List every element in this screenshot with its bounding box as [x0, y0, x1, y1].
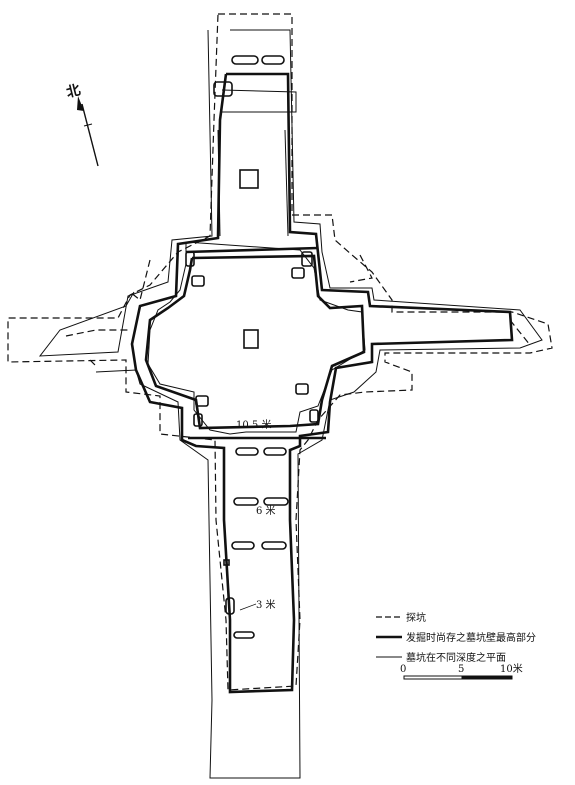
north-arrow-head	[77, 96, 84, 111]
legend: 探坑 发掘时尚存之墓坑壁最高部分 墓坑在不同深度之平面	[376, 611, 536, 664]
north-label: 北	[65, 82, 82, 101]
scale-tick-5: 5	[458, 664, 464, 675]
scale-bar: 0 5 10米	[400, 662, 523, 680]
depth-label-10-5m: 10.5 米	[236, 418, 271, 431]
legend-label-pit-wall: 发掘时尚存之墓坑壁最高部分	[406, 631, 536, 644]
depth-label-6m: 6 米	[256, 504, 276, 517]
north-arrow: 北	[65, 82, 99, 167]
north-arrow-tick	[83, 123, 93, 127]
depth-outlines	[38, 29, 543, 779]
depth-leader-3m	[239, 603, 257, 611]
scale-bar-black	[461, 675, 513, 680]
legend-label-test-pit: 探坑	[406, 611, 426, 624]
legend-label-depth-plans: 墓坑在不同深度之平面	[406, 651, 506, 664]
scale-tick-0: 0	[400, 664, 406, 675]
scale-tick-10: 10米	[500, 662, 523, 675]
test-pit-outline	[7, 13, 553, 691]
burial-features	[185, 55, 319, 639]
north-arrow-shaft	[81, 103, 99, 167]
depth-label-3m: 3 米	[256, 598, 276, 611]
pit-wall-outline	[130, 72, 514, 694]
scale-bar-white	[403, 675, 463, 680]
